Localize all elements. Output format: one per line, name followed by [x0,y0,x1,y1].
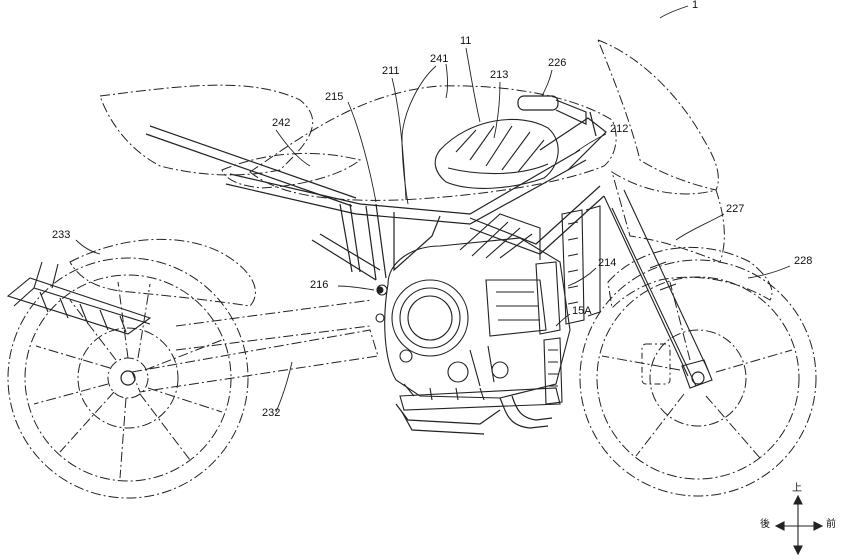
seat-241 [249,85,617,201]
mount-216 [376,286,384,294]
leader-lines [75,5,791,413]
ref-label-214: 214 [598,257,617,269]
front-fork [603,189,713,389]
front-wheel [579,259,817,497]
seat-242 [221,152,362,189]
rear-wheel [7,257,249,499]
ref-label-211: 211 [382,65,400,77]
frame [145,117,607,281]
handlebar [517,95,597,137]
ref-label-1: 1 [692,0,699,11]
ref-label-242: 242 [272,117,291,129]
front-cowl [597,39,719,191]
shock-15A [535,261,563,405]
direction-front-label: 前 [826,519,836,530]
front-brake-caliper [641,343,671,385]
direction-rear-label: 後 [760,519,770,530]
ref-label-212: 212 [610,123,629,135]
ref-label-213: 213 [490,69,509,81]
side-cowl-227 [611,170,725,263]
under-panel [175,299,373,351]
ref-label-11: 11 [460,35,472,47]
ref-label-233: 233 [52,229,71,241]
rear-seat-cowl [99,84,314,176]
exhaust [395,395,553,435]
ref-label-241: 241 [430,53,449,65]
ref-label-228: 228 [794,255,813,267]
ref-label-15A: 15A [572,305,592,317]
rear-body-233 [69,238,256,307]
ref-label-215: 215 [325,91,344,103]
ref-label-232: 232 [262,407,281,419]
airbox-213 [434,118,559,189]
ref-label-216: 216 [310,279,329,291]
ref-label-227: 227 [726,203,745,215]
direction-up-label: 上 [792,483,802,494]
rear-carrier [6,261,152,335]
rear-axle [120,370,136,386]
radiator-214 [561,205,601,325]
direction-arrows [774,494,824,556]
engine [375,213,571,411]
ref-label-226: 226 [548,57,567,69]
